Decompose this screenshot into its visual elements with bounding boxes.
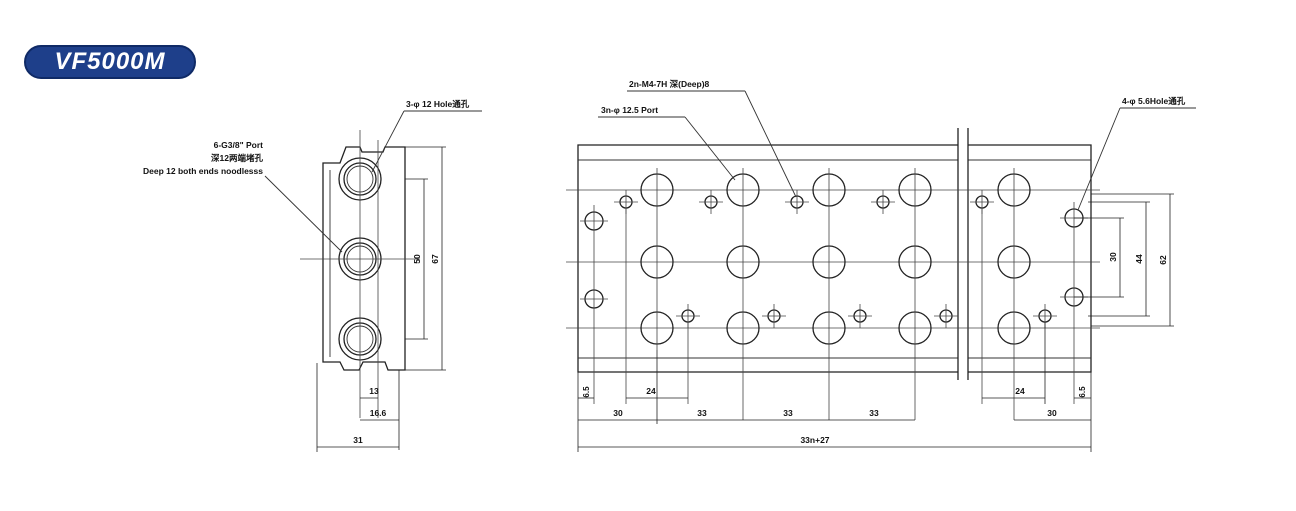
leader-port: [684, 116, 736, 181]
dim-16-6: 16.6: [370, 408, 387, 418]
side-view: 3-φ 12 Hole通孔 6-G3/8" Port 深12两端堵孔 Deep …: [143, 99, 482, 452]
dim-24-right: 24: [1015, 386, 1025, 396]
dim-67: 67: [430, 254, 440, 264]
dim-44-v: 44: [1134, 254, 1144, 264]
callout-mount: 4-φ 5.6Hole通孔: [1122, 96, 1186, 106]
dim-24-left: 24: [646, 386, 656, 396]
dim-30-right: 30: [1047, 408, 1057, 418]
port-column-3: [812, 168, 846, 420]
plan-body-right: [968, 144, 1092, 373]
callout-port-line3: Deep 12 both ends noodlesss: [143, 166, 263, 176]
callout-port-line2: 深12两端堵孔: [211, 153, 263, 163]
leader-thread: [744, 90, 797, 198]
callout-thread: 2n-M4-7H 深(Deep)8: [629, 79, 710, 89]
dim-62-v: 62: [1158, 255, 1168, 265]
dim-6-5-right: 6.5: [1078, 386, 1087, 398]
port-column-2: [726, 168, 760, 420]
leader-holes: [371, 110, 405, 173]
leader-mount: [1077, 107, 1121, 211]
plan-view: 2n-M4-7H 深(Deep)8 3n-φ 12.5 Port 4-φ 5.6…: [566, 79, 1196, 452]
side-body-outline: [322, 146, 406, 371]
dim-30-left: 30: [613, 408, 623, 418]
callout-port-line1: 6-G3/8" Port: [214, 140, 264, 150]
callout-port: 3n-φ 12.5 Port: [601, 105, 658, 115]
dim-33-b: 33: [783, 408, 793, 418]
dim-30-v: 30: [1108, 252, 1118, 262]
dim-31: 31: [353, 435, 363, 445]
port-column-4: [898, 168, 932, 420]
model-badge: VF5000M: [24, 45, 196, 79]
thread-holes: [614, 190, 1057, 328]
dim-6-5-left: 6.5: [582, 386, 591, 398]
plan-body-left: [577, 144, 958, 373]
dim-50: 50: [412, 254, 422, 264]
dim-total: 33n+27: [800, 435, 829, 445]
port-column-1: [640, 168, 674, 350]
callout-holes: 3-φ 12 Hole通孔: [406, 99, 470, 109]
dim-13: 13: [369, 386, 379, 396]
dim-33-c: 33: [869, 408, 879, 418]
model-title: VF5000M: [54, 48, 166, 75]
dim-33-a: 33: [697, 408, 707, 418]
mount-holes: [580, 208, 1088, 309]
leader-port: [264, 175, 343, 253]
port-column-5: [997, 168, 1031, 420]
